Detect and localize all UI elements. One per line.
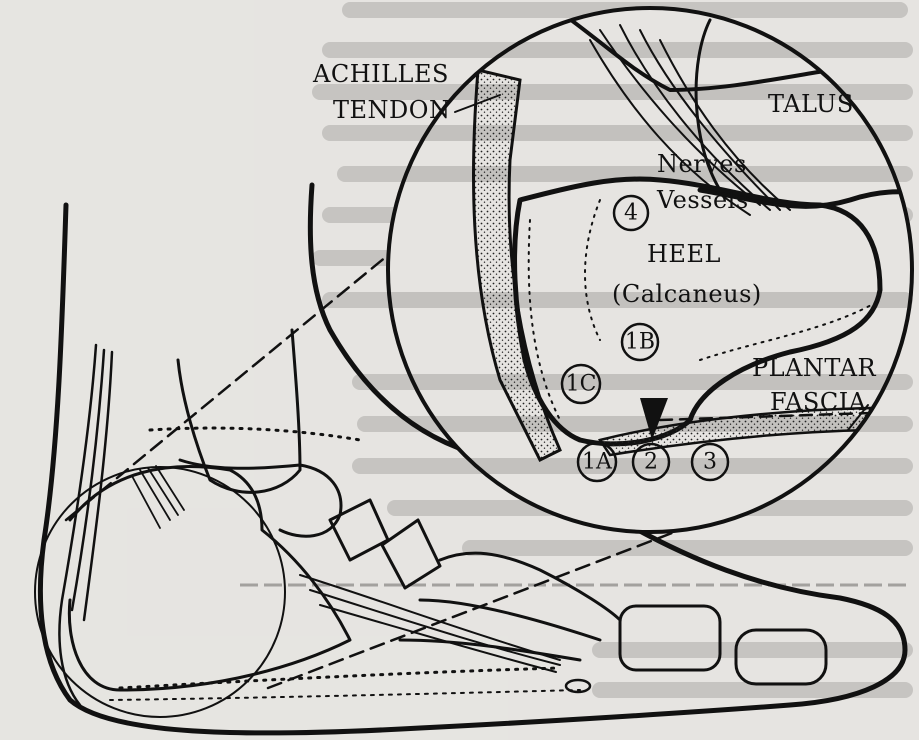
svg-text:3: 3 <box>703 450 717 475</box>
svg-text:1C: 1C <box>566 372 597 397</box>
label-plantar-2: FASCIA <box>770 388 867 416</box>
label-achilles-1: ACHILLES <box>312 60 449 88</box>
label-nerves: Nerves <box>657 150 747 178</box>
label-heel: HEEL <box>647 240 721 268</box>
label-talus: TALUS <box>768 90 854 118</box>
svg-text:1A: 1A <box>582 450 613 475</box>
label-vessels: Vessels <box>656 186 749 214</box>
label-calcaneus: (Calcaneus) <box>612 280 762 308</box>
label-achilles-2: TENDON <box>333 96 450 124</box>
label-plantar-1: PLANTAR <box>752 354 876 382</box>
svg-text:2: 2 <box>644 450 658 475</box>
svg-text:1B: 1B <box>625 330 655 355</box>
svg-text:4: 4 <box>624 201 638 226</box>
